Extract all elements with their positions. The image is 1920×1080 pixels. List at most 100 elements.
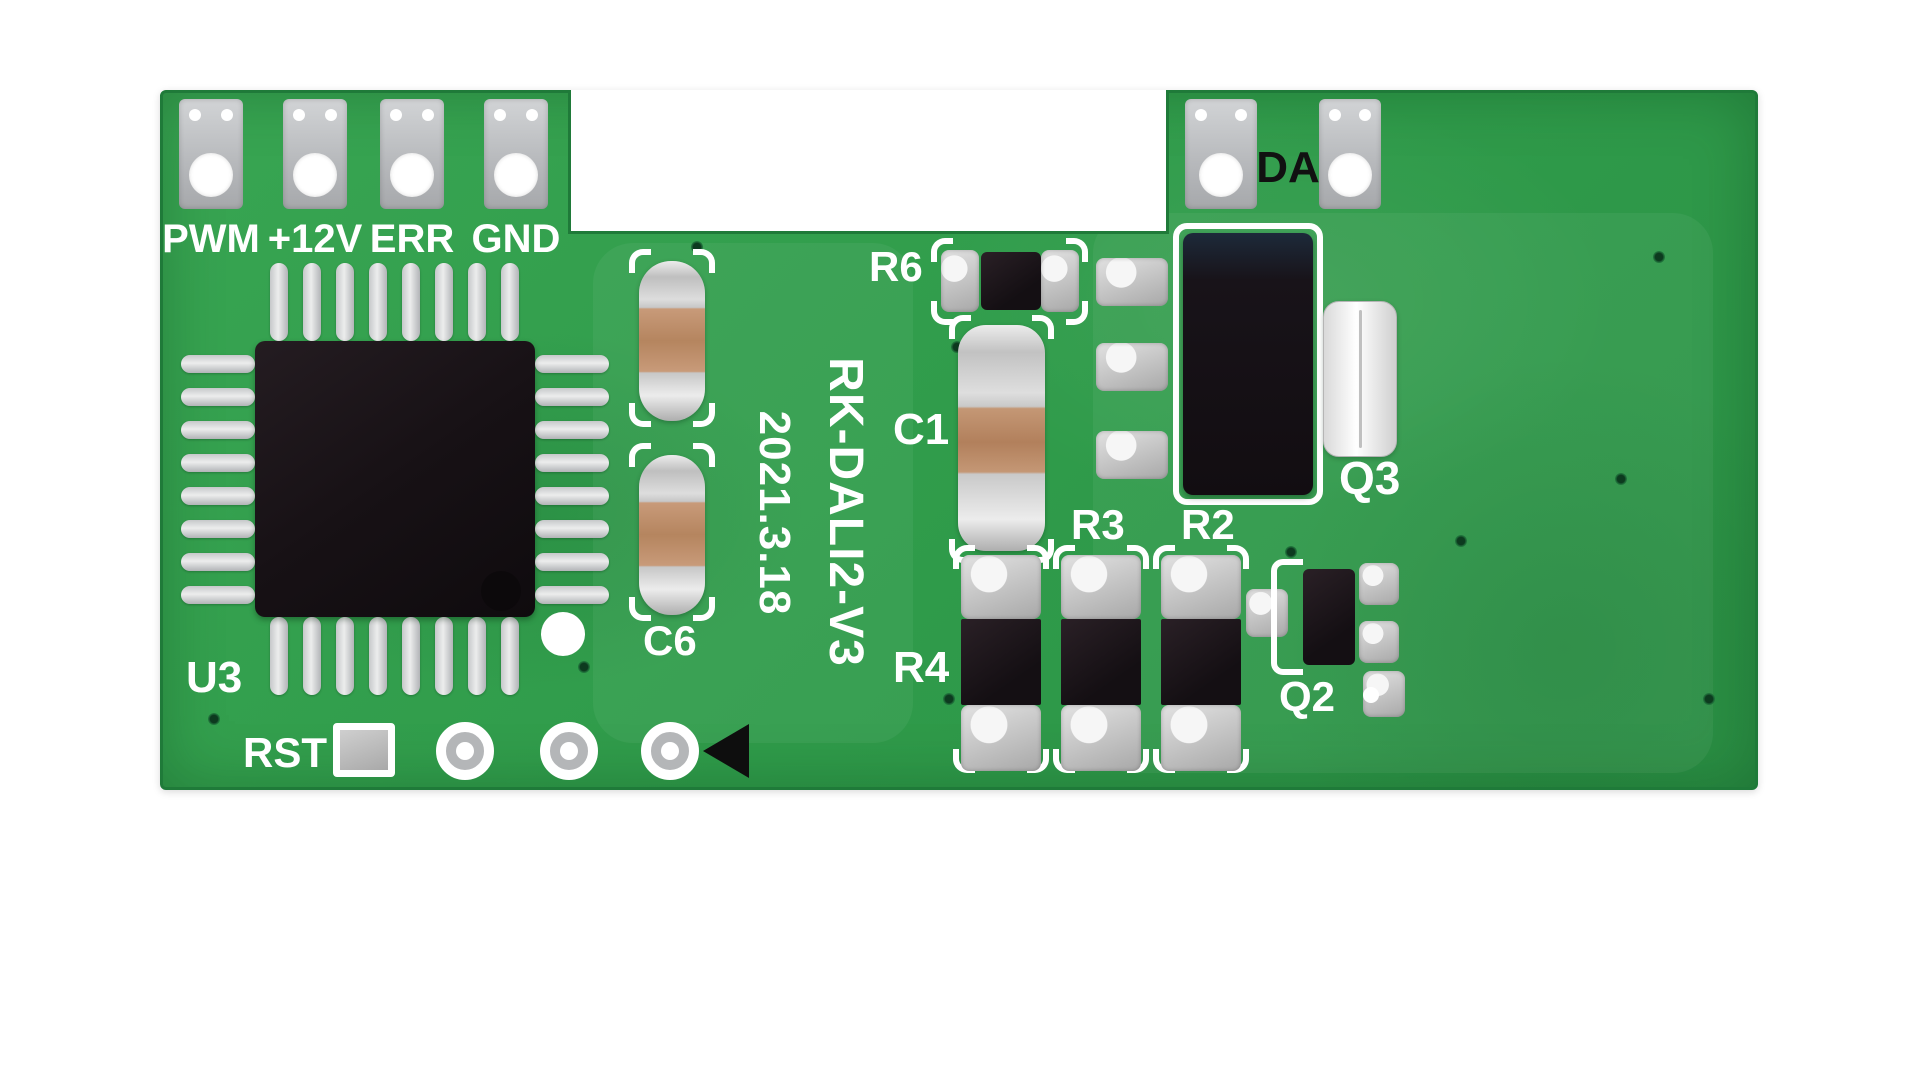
chip-pin [369, 263, 387, 341]
connector-pad-da-1 [1185, 99, 1257, 209]
drill-hole [1328, 153, 1372, 197]
chip-pin [181, 388, 255, 406]
chip-pin [535, 586, 609, 604]
designator-q2: Q2 [1279, 673, 1336, 720]
through-hole-pad [540, 722, 598, 780]
pcb-board: PWM +12V ERR GND DA [160, 90, 1758, 790]
pin-label-pwm: PWM [162, 217, 260, 261]
drill-hole [456, 742, 474, 760]
chip-pin [181, 553, 255, 571]
capacitor-c6-a [639, 261, 705, 421]
capacitor-white [1323, 301, 1397, 457]
chip-pin [336, 617, 354, 695]
capacitor-c6-b [639, 455, 705, 615]
solder-pad [1096, 258, 1168, 306]
designator-u3: U3 [186, 653, 243, 702]
pin-label-err: ERR [369, 217, 455, 261]
drill-hole [189, 153, 233, 197]
pin1-triangle-marker [703, 724, 749, 778]
through-hole-pad [641, 722, 699, 780]
transistor-q3 [1183, 233, 1313, 495]
chip-pin [181, 487, 255, 505]
solder-pad [1096, 431, 1168, 479]
drill-hole [390, 109, 402, 121]
pin-label-da: DA [1256, 143, 1320, 192]
silkscreen-dot [1363, 687, 1379, 703]
via [1653, 251, 1665, 263]
drill-hole [189, 109, 201, 121]
designator-r4: R4 [893, 643, 950, 692]
designator-q3: Q3 [1339, 452, 1401, 504]
model-marking: RK-DALI2-V3 [819, 357, 872, 667]
designator-rst: RST [243, 729, 327, 776]
via [1703, 693, 1715, 705]
solder-pad [961, 555, 1041, 619]
drill-hole [1359, 109, 1371, 121]
connector-pad-12v [283, 99, 347, 209]
drill-hole [661, 742, 679, 760]
designator-c1: C1 [893, 405, 950, 454]
solder-pad [1359, 563, 1399, 605]
solder-pad [1161, 555, 1241, 619]
chip-pin [270, 617, 288, 695]
chip-pin [402, 617, 420, 695]
via [691, 241, 703, 253]
connector-pad-gnd [484, 99, 548, 209]
chip-pin [535, 454, 609, 472]
chip-pin [303, 617, 321, 695]
connector-pad-da-2 [1319, 99, 1381, 209]
chip-pin [468, 263, 486, 341]
drill-hole [221, 109, 233, 121]
designator-r3: R3 [1071, 501, 1125, 548]
capacitor-c1 [958, 325, 1045, 551]
silkscreen-bracket-q2 [1271, 559, 1303, 675]
chip-mold-mark [481, 571, 521, 611]
via [1615, 473, 1627, 485]
pin-label-gnd: GND [471, 217, 561, 261]
chip-pin [535, 388, 609, 406]
solder-pad [1161, 705, 1241, 771]
solder-pad [1061, 555, 1141, 619]
board-notch [568, 90, 1169, 234]
chip-pin [435, 617, 453, 695]
chip-pin [501, 263, 519, 341]
via [1455, 535, 1467, 547]
drill-hole [1329, 109, 1341, 121]
transistor-q2 [1303, 569, 1355, 665]
pin-label-12v: +12V [267, 217, 363, 261]
rst-pad [333, 723, 395, 777]
via [943, 693, 955, 705]
connector-pad-err [380, 99, 444, 209]
drill-hole [1235, 109, 1247, 121]
drill-hole [526, 109, 538, 121]
designator-c6: C6 [643, 617, 697, 664]
drill-hole [390, 153, 434, 197]
chip-pin [181, 454, 255, 472]
via [1285, 546, 1297, 558]
chip-pin [535, 355, 609, 373]
drill-hole [560, 742, 578, 760]
resistor-r2-body [1161, 619, 1241, 705]
chip-pin [181, 421, 255, 439]
chip-pin [535, 421, 609, 439]
solder-pad [961, 705, 1041, 771]
u3-microcontroller [255, 341, 535, 617]
resistor-r4-body [961, 619, 1041, 705]
designator-r6: R6 [869, 243, 923, 290]
chip-pin [303, 263, 321, 341]
resistor-r6-body [981, 252, 1041, 310]
resistor-r3-body [1061, 619, 1141, 705]
drill-hole [325, 109, 337, 121]
via [578, 661, 590, 673]
solder-pad [1246, 589, 1288, 637]
chip-pin [435, 263, 453, 341]
silkscreen-dot [541, 612, 585, 656]
chip-pin [270, 263, 288, 341]
through-hole-pad [436, 722, 494, 780]
drill-hole [1199, 153, 1243, 197]
chip-pin [468, 617, 486, 695]
chip-pin [535, 520, 609, 538]
chip-pin [402, 263, 420, 341]
solder-pad [941, 250, 979, 312]
